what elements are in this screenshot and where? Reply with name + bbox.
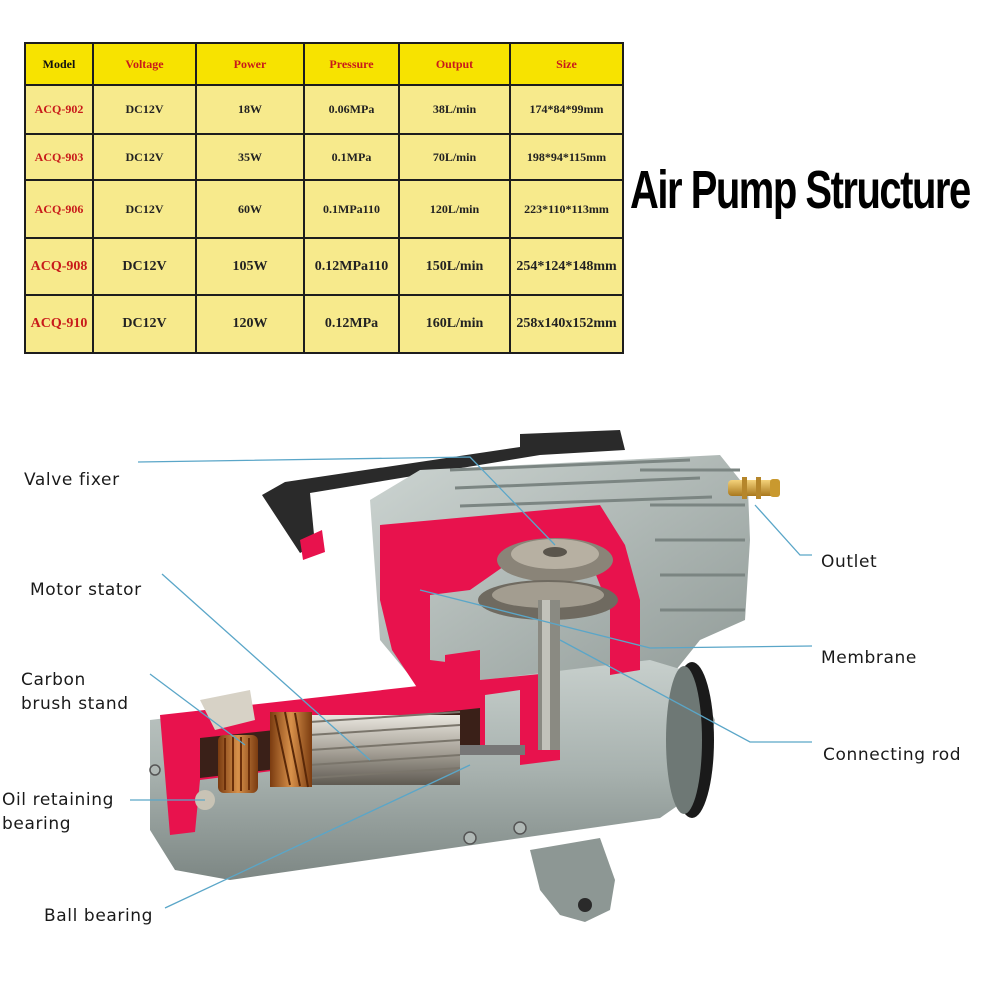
commutator <box>195 690 258 810</box>
leader-lines <box>130 456 813 909</box>
table-row: ACQ-903 DC12V 35W 0.1MPa 70L/min 198*94*… <box>24 133 624 181</box>
air-pump-diagram: Valve fixer Motor stator Carbon brush st… <box>0 380 1001 1001</box>
label-carbon-brush-line2: brush stand <box>21 694 129 714</box>
label-membrane: Membrane <box>821 648 917 668</box>
leader-valve-fixer <box>137 456 556 546</box>
table-header-row: Model Voltage Power Pressure Output Size <box>24 42 624 86</box>
leader-connecting-rod <box>559 639 812 743</box>
col-header-output: Output <box>398 42 511 86</box>
leader-motor-stator <box>161 573 371 761</box>
col-header-size: Size <box>509 42 624 86</box>
rotor <box>270 711 525 788</box>
cooling-fins <box>449 458 745 612</box>
mounting-foot <box>530 838 615 922</box>
label-outlet: Outlet <box>821 552 878 572</box>
label-motor-stator: Motor stator <box>30 580 142 600</box>
cell-output: 38L/min <box>398 84 511 135</box>
col-header-pressure: Pressure <box>303 42 400 86</box>
label-valve-fixer: Valve fixer <box>24 470 120 490</box>
cell-voltage: DC12V <box>92 294 197 354</box>
cell-pressure: 0.06MPa <box>303 84 400 135</box>
col-header-power: Power <box>195 42 305 86</box>
leader-ball-bearing <box>164 764 471 909</box>
cell-power: 35W <box>195 133 305 181</box>
cell-power: 105W <box>195 237 305 296</box>
cell-size: 254*124*148mm <box>509 237 624 296</box>
cell-model: ACQ-903 <box>24 133 94 181</box>
cell-output: 150L/min <box>398 237 511 296</box>
cell-pressure: 0.12MPa <box>303 294 400 354</box>
table-row: ACQ-902 DC12V 18W 0.06MPa 38L/min 174*84… <box>24 84 624 135</box>
cell-voltage: DC12V <box>92 237 197 296</box>
leader-outlet <box>754 504 812 556</box>
outlet-nozzle <box>728 477 780 499</box>
cell-power: 18W <box>195 84 305 135</box>
label-carbon-brush-line1: Carbon <box>21 670 86 690</box>
cell-size: 174*84*99mm <box>509 84 624 135</box>
label-connecting-rod: Connecting rod <box>823 745 962 765</box>
cell-pressure: 0.1MPa <box>303 133 400 181</box>
cell-output: 120L/min <box>398 179 511 239</box>
label-oil-bearing-line2: bearing <box>2 814 72 834</box>
handle <box>262 430 625 553</box>
cell-model: ACQ-908 <box>24 237 94 296</box>
cell-output: 70L/min <box>398 133 511 181</box>
col-header-voltage: Voltage <box>92 42 197 86</box>
cell-model: ACQ-910 <box>24 294 94 354</box>
cell-pressure: 0.1MPa110 <box>303 179 400 239</box>
leader-carbon-brush <box>149 673 246 746</box>
cell-voltage: DC12V <box>92 179 197 239</box>
table-row: ACQ-910 DC12V 120W 0.12MPa 160L/min 258x… <box>24 294 624 354</box>
cell-power: 60W <box>195 179 305 239</box>
handle-tip <box>300 530 325 560</box>
pump-illustration <box>130 430 813 922</box>
cell-power: 120W <box>195 294 305 354</box>
leader-membrane <box>419 589 813 649</box>
table-row: ACQ-908 DC12V 105W 0.12MPa110 150L/min 2… <box>24 237 624 296</box>
table-row: ACQ-906 DC12V 60W 0.1MPa110 120L/min 223… <box>24 179 624 239</box>
label-ball-bearing: Ball bearing <box>44 906 154 926</box>
cell-output: 160L/min <box>398 294 511 354</box>
label-oil-bearing-line1: Oil retaining <box>2 790 114 810</box>
cell-size: 198*94*115mm <box>509 133 624 181</box>
cell-voltage: DC12V <box>92 84 197 135</box>
col-header-model: Model <box>24 42 94 86</box>
cell-model: ACQ-906 <box>24 179 94 239</box>
cell-size: 258x140x152mm <box>509 294 624 354</box>
cell-model: ACQ-902 <box>24 84 94 135</box>
cell-size: 223*110*113mm <box>509 179 624 239</box>
cell-voltage: DC12V <box>92 133 197 181</box>
page-title: Air Pump Structure <box>630 160 971 220</box>
spec-table: Model Voltage Power Pressure Output Size… <box>24 42 624 354</box>
cell-pressure: 0.12MPa110 <box>303 237 400 296</box>
